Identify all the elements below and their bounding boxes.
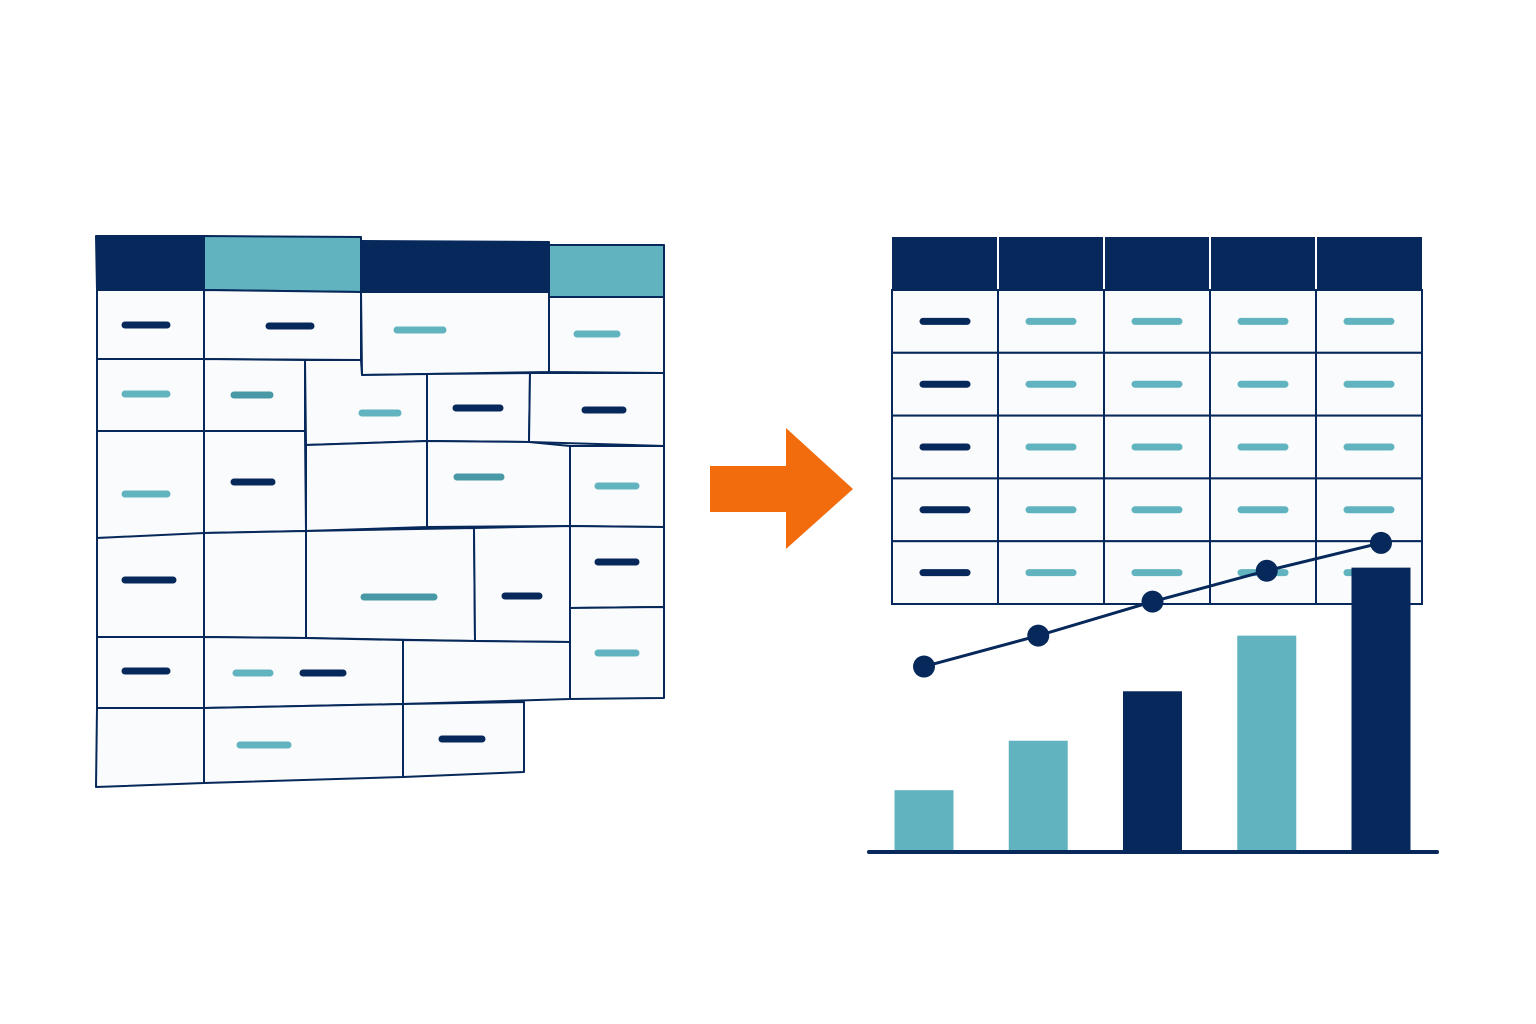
table-cell (360, 291, 550, 376)
right-arrow-icon (710, 428, 853, 549)
header-cell (95, 235, 205, 291)
chart-bar (894, 790, 954, 852)
table-cell (569, 525, 665, 609)
chart-bar (1351, 567, 1411, 852)
trend-point (913, 655, 935, 678)
table-cell (305, 440, 428, 532)
table-cell (891, 289, 999, 354)
chart-bar (1123, 691, 1182, 852)
trend-point (1027, 624, 1050, 647)
table-cell (402, 639, 571, 705)
trend-point (1141, 590, 1164, 613)
header-cell (360, 240, 550, 293)
arrow (710, 428, 853, 549)
table-cell (95, 707, 205, 788)
trend-point (1255, 559, 1278, 582)
table-cell (305, 527, 476, 642)
chart-bars (867, 567, 1439, 854)
clean-table (891, 237, 1423, 606)
table-cell (473, 525, 571, 643)
messy-table (95, 235, 665, 788)
header-cell (548, 244, 665, 298)
table-cell (426, 440, 571, 528)
chart-trend-line (913, 531, 1392, 678)
bar-line-chart (867, 531, 1439, 854)
table-cell (96, 430, 205, 539)
chart-bar (1008, 740, 1068, 852)
chart-bar (1237, 635, 1297, 852)
trend-point (1370, 531, 1392, 554)
header-cell (203, 235, 362, 293)
table-cell (96, 532, 205, 638)
table-cell (891, 351, 999, 417)
table-cell (203, 530, 307, 639)
header-row (892, 237, 1422, 290)
table-cell (203, 703, 404, 784)
